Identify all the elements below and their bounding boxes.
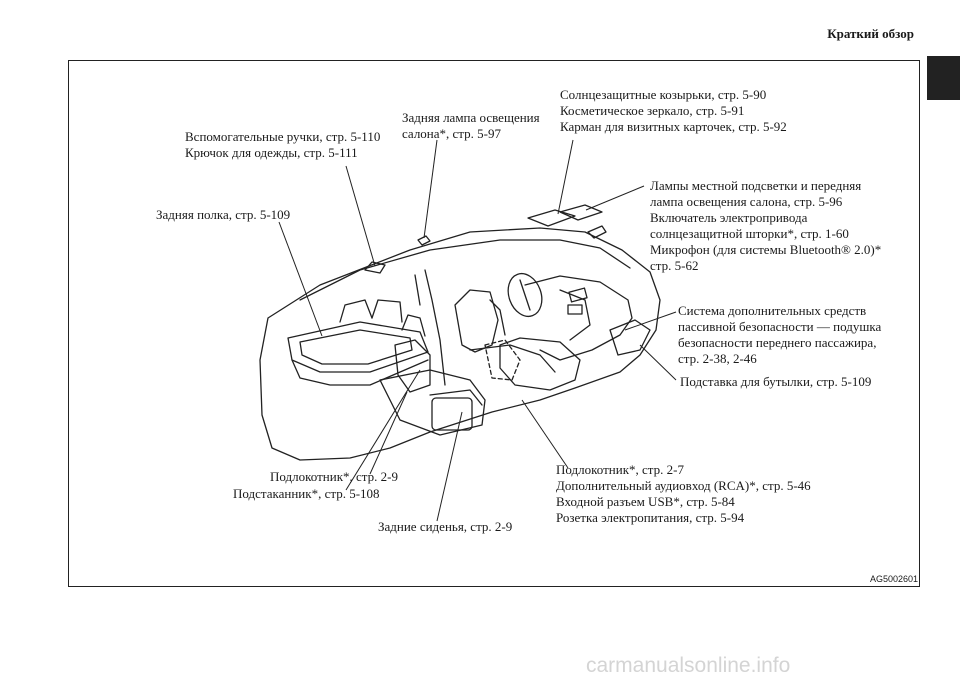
- b-pillar: [424, 269, 446, 386]
- label-rear-armrest: Подлокотник*, стр. 2-9: [270, 469, 398, 484]
- roof-inner-line: [299, 239, 631, 301]
- label-line: Розетка электропитания, стр. 5-94: [556, 510, 745, 525]
- label-line: безопасности переднего пассажира,: [678, 335, 877, 350]
- label-line: Лампы местной подсветки и передняя: [650, 178, 862, 193]
- label-line: солнцезащитной шторки*, стр. 1-60: [650, 226, 849, 241]
- label-line: Карман для визитных карточек, стр. 5-92: [560, 119, 787, 134]
- label-line: стр. 5-62: [650, 258, 699, 273]
- rear-interior-lamp: [417, 235, 431, 246]
- dashboard: [524, 275, 633, 361]
- passenger-seat: [499, 337, 581, 391]
- label-line: Задняя лампа освещения: [402, 110, 540, 125]
- label-line: Подлокотник*, стр. 2-7: [556, 462, 684, 477]
- label-line: Солнцезащитные козырьки, стр. 5-90: [560, 87, 767, 102]
- label-front-lamps: Лампы местной подсветки и передняя лампа…: [650, 178, 881, 274]
- sun-visor-left: [527, 209, 576, 227]
- label-line: Крючок для одежды, стр. 5-111: [185, 145, 358, 160]
- label-line: Система дополнительных средств: [678, 303, 867, 318]
- page-header-title: Краткий обзор: [827, 26, 914, 41]
- label-line: салона*, стр. 5-97: [402, 126, 501, 141]
- label-bottle-holder: Подставка для бутылки, стр. 5-109: [680, 374, 872, 389]
- label-line: стр. 2-38, 2-46: [678, 351, 757, 366]
- label-front-armrest: Подлокотник*, стр. 2-7 Дополнительный ау…: [556, 462, 811, 526]
- label-line: Вспомогательные ручки, стр. 5-110: [185, 129, 381, 144]
- label-rear-lamp: Задняя лампа освещения салона*, стр. 5-9…: [402, 110, 540, 142]
- label-airbag: Система дополнительных средств пассивной…: [678, 303, 881, 367]
- label-rear-seats: Задние сиденья, стр. 2-9: [378, 519, 513, 534]
- label-handles: Вспомогательные ручки, стр. 5-110 Крючок…: [185, 129, 380, 161]
- steering-wheel: [507, 272, 543, 318]
- label-line: Микрофон (для системы Bluetooth® 2.0)*: [650, 242, 882, 257]
- illustration-frame: [68, 60, 920, 587]
- watermark: carmanualsonline.info: [586, 654, 791, 677]
- figure-code: AG5002601: [869, 574, 918, 584]
- center-console: [484, 339, 521, 381]
- label-line: Входной разъем USB*, стр. 5-84: [556, 494, 735, 509]
- rear-seat-back: [339, 299, 373, 323]
- label-cup-holder: Подстаканник*, стр. 5-108: [233, 486, 380, 501]
- section-tab-marker: [927, 56, 960, 100]
- label-line: лампа освещения салона, стр. 5-96: [650, 194, 843, 209]
- car-body-outline: [259, 227, 661, 461]
- rear-armrest: [394, 339, 431, 393]
- label-rear-shelf: Задняя полка, стр. 5-109: [156, 207, 291, 222]
- label-line: Включатель электропривода: [650, 210, 808, 225]
- driver-seat: [454, 289, 499, 353]
- door-pocket: [609, 319, 651, 356]
- sun-visor-right: [559, 204, 603, 221]
- rear-parcel-shelf: [287, 321, 429, 373]
- label-line: Косметическое зеркало, стр. 5-91: [560, 103, 745, 118]
- grab-handle: [364, 261, 386, 274]
- label-sun-visors: Солнцезащитные козырьки, стр. 5-90 Косме…: [560, 87, 787, 135]
- label-line: Дополнительный аудиовход (RCA)*, стр. 5-…: [556, 478, 811, 493]
- label-line: пассивной безопасности — подушка: [678, 319, 882, 334]
- rearview-mirror: [587, 225, 607, 239]
- rear-seat-cushion: [379, 369, 486, 436]
